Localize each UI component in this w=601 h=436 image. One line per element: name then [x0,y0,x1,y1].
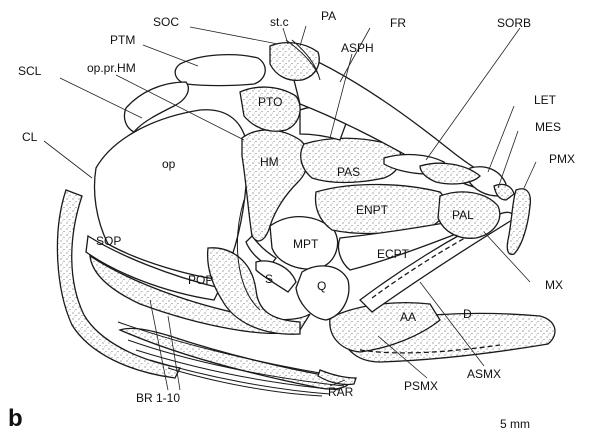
label-sorb: SORB [497,16,531,30]
branchiostegal-rays [120,328,352,389]
label-ecpt: ECPT [377,247,410,261]
label-pa: PA [321,9,336,23]
pterotic-bone [240,87,300,131]
label-mes: MES [535,120,561,134]
skull-drawing [57,40,555,396]
label-pal: PAL [452,208,474,222]
label-fr: FR [390,16,406,30]
label-op-pr-hm: op.pr.HM [87,61,136,75]
label-soc: SOC [153,15,179,29]
label-enpt: ENPT [356,203,389,217]
label-pto: PTO [258,95,282,109]
scale-bar-label: 5 mm [500,417,530,431]
label-st-c: st.c [270,15,289,29]
label-pop: POP [188,273,213,287]
label-sop: SOP [96,234,121,248]
label-mpt: MPT [293,237,319,251]
label-let: LET [534,93,557,107]
label-br: BR 1-10 [136,391,180,405]
label-mx: MX [545,278,563,292]
label-rar: RAR [328,385,354,399]
panel-letter: b [8,405,23,432]
label-pmx: PMX [549,152,575,166]
label-asmx: ASMX [467,367,501,381]
label-psmx: PSMX [404,379,438,393]
label-cl: CL [22,130,38,144]
label-asph: ASPH [341,41,374,55]
label-ptm: PTM [110,33,135,47]
label-pas: PAS [337,165,360,179]
label-s: S [265,272,273,286]
label-op: op [162,157,176,171]
mesethmoid-bone [494,184,514,200]
label-hm: HM [260,155,279,169]
posttemporal-bone [175,55,265,86]
label-q: Q [317,279,326,293]
premaxilla-bone [507,189,530,255]
label-aa: AA [400,310,416,324]
label-d: D [463,307,472,321]
label-scl: SCL [18,64,42,78]
